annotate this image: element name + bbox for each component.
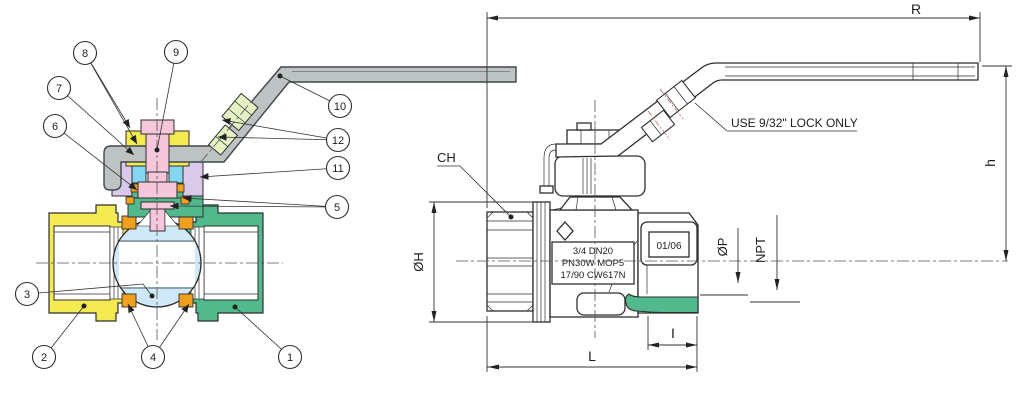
nameplate-line1: 3/4 DN20 — [573, 246, 613, 257]
dim-R-label: R — [911, 1, 921, 17]
washer-right — [168, 165, 184, 184]
diamond-mark — [556, 221, 574, 241]
nameplate-line3: 17/90 CW617N — [561, 270, 626, 281]
dim-R: R — [486, 1, 981, 208]
stem-tab — [576, 122, 592, 131]
callout-11-label: 11 — [332, 163, 343, 175]
callout-10: 10 — [327, 93, 353, 119]
callout-2: 2 — [31, 344, 57, 370]
dim-CH-label: CH — [437, 150, 456, 165]
dim-h: h — [982, 65, 1012, 261]
callout-7: 7 — [46, 75, 72, 101]
callout-4-label: 4 — [150, 352, 156, 364]
callout-3-label: 3 — [24, 289, 30, 301]
callout-6: 6 — [42, 113, 68, 139]
handle — [103, 66, 517, 191]
stem-neck — [558, 196, 634, 211]
dimensioned-view: 01/06 3/4 DN20 PN30W MOP5 17/90 CW617N — [411, 1, 1012, 372]
callout-5-label: 5 — [334, 202, 340, 214]
dim-I: I — [647, 316, 697, 350]
callout-7-label: 7 — [56, 83, 62, 95]
callout-9: 9 — [163, 39, 189, 65]
hex-end — [486, 211, 534, 312]
callout-1: 1 — [277, 344, 303, 370]
nameplate — [551, 241, 635, 285]
callout-6-label: 6 — [52, 121, 58, 133]
dim-h-label: h — [982, 159, 998, 167]
callout-8: 8 — [72, 40, 98, 66]
callouts: 1 2 3 4 5 6 7 — [14, 39, 353, 370]
washer-left — [131, 165, 147, 184]
body-boss — [576, 292, 626, 316]
callout-9-label: 9 — [173, 47, 179, 59]
lock-sleeve-right-view — [640, 79, 697, 143]
dim-NPT: NPT — [750, 215, 800, 303]
gland-nut — [554, 155, 646, 197]
dim-OP: ØP — [700, 228, 748, 296]
callout-leaders — [26, 51, 341, 358]
handle-hook-foot — [539, 185, 554, 194]
callout-1-label: 1 — [287, 352, 293, 364]
callout-4: 4 — [140, 344, 166, 370]
dim-OP-label: ØP — [715, 238, 730, 257]
dim-CH: CH — [437, 150, 514, 220]
ball-seats — [121, 215, 194, 308]
thread-band-green — [624, 293, 699, 314]
stem-slot-gap-left — [136, 210, 151, 227]
dim-OH-label: ØH — [411, 252, 426, 272]
union-flange — [532, 201, 551, 323]
nameplate-line2: PN30W MOP5 — [562, 258, 624, 269]
handle-right-view — [555, 62, 979, 158]
callout-8-label: 8 — [82, 48, 88, 60]
callout-12: 12 — [325, 127, 351, 153]
callout-3: 3 — [14, 281, 40, 307]
callout-11: 11 — [325, 155, 351, 181]
lock-note: USE 9/32" LOCK ONLY — [694, 102, 858, 132]
centerline-sleeve-axis — [199, 83, 267, 164]
callout-10-label: 10 — [334, 101, 346, 113]
callout-2-label: 2 — [41, 352, 47, 364]
callout-5: 5 — [324, 194, 350, 220]
dim-L-label: L — [588, 348, 596, 364]
dim-L: L — [486, 316, 698, 372]
stem-slot-gap-right — [164, 210, 179, 227]
callout-12-label: 12 — [332, 135, 344, 147]
handle-hook — [543, 143, 557, 187]
lock-note-text: USE 9/32" LOCK ONLY — [731, 116, 858, 130]
date-plate — [648, 231, 690, 258]
dim-OH: ØH — [411, 201, 534, 323]
dim-NPT-label: NPT — [753, 237, 768, 263]
dim-I-label: I — [671, 325, 675, 341]
date-code-text: 01/06 — [656, 241, 681, 252]
sectional-view: 1 2 3 4 5 6 7 — [14, 39, 517, 370]
